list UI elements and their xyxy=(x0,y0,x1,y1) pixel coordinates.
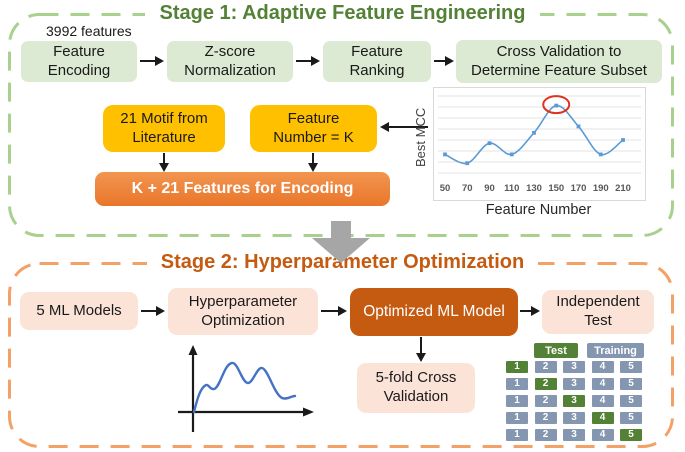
svg-text:110: 110 xyxy=(504,183,519,194)
arrow-right-icon xyxy=(140,55,164,67)
fold-cell-training: 2 xyxy=(534,429,557,441)
fold-cell-test: 4 xyxy=(591,412,614,424)
fold-cell-training: 5 xyxy=(620,361,642,373)
arrow-right-icon xyxy=(321,305,347,317)
fold-cell-test: 2 xyxy=(534,378,557,390)
feature-ranking-box: Feature Ranking xyxy=(323,41,431,82)
ml-models-box: 5 ML Models xyxy=(20,292,138,330)
fold-cell-training: 3 xyxy=(563,378,585,390)
hyperparameter-optimization-box: Hyperparameter Optimization xyxy=(168,288,318,335)
svg-text:70: 70 xyxy=(462,183,473,194)
fold-cell-training: 5 xyxy=(620,378,642,390)
arrow-right-icon xyxy=(141,305,165,317)
stage1-title: Stage 1: Adaptive Feature Engineering xyxy=(145,2,540,25)
legend-training-chip: Training xyxy=(587,343,644,358)
fold-cell-training: 1 xyxy=(506,412,528,424)
arrow-right-icon xyxy=(520,305,540,317)
chart-y-axis-label: Best MCC xyxy=(413,107,428,167)
fold-cell-training: 4 xyxy=(591,395,614,407)
fold-cell-training: 3 xyxy=(563,429,585,441)
cv-5fold-box: 5-fold Cross Validation xyxy=(357,363,475,413)
svg-text:170: 170 xyxy=(571,183,587,194)
arrow-right-icon xyxy=(434,55,454,67)
arrow-left-icon xyxy=(380,121,428,133)
stage2-panel-border xyxy=(8,262,674,448)
stage-transition-arrow-icon xyxy=(312,221,370,263)
fold-cell-training: 1 xyxy=(506,395,528,407)
fold-cell-test: 1 xyxy=(506,361,528,373)
arrow-down-icon xyxy=(307,153,319,172)
fold-cell-training: 2 xyxy=(534,361,557,373)
feature-encoding-box: Feature Encoding xyxy=(21,41,137,82)
fold-cell-test: 3 xyxy=(563,395,585,407)
feature-count-label: 3992 features xyxy=(46,23,132,39)
svg-text:150: 150 xyxy=(548,183,564,194)
fold-cell-training: 1 xyxy=(506,429,528,441)
arrow-down-icon xyxy=(415,337,427,362)
fold-cell-training: 5 xyxy=(620,412,642,424)
fold-cell-training: 3 xyxy=(563,361,585,373)
chart-plot-area: 50 70 90 110 130 150 170 190 210 xyxy=(433,87,646,201)
zscore-normalization-box: Z-score Normalization xyxy=(167,41,293,82)
optimization-curve-icon xyxy=(178,345,314,432)
stage2-title: Stage 2: Hyperparameter Optimization xyxy=(146,251,539,274)
fold-cell-test: 5 xyxy=(620,429,642,441)
best-mcc-chart: Best MCC 50 70 90 110 130 150 170 190 210 Featur… xyxy=(413,87,649,219)
encoding-result-box: K + 21 Features for Encoding xyxy=(95,172,390,206)
chart-x-axis-label: Feature Number xyxy=(485,202,592,218)
motif-box: 21 Motif from Literature xyxy=(103,105,225,152)
legend-test-chip: Test xyxy=(534,343,578,358)
svg-text:130: 130 xyxy=(526,183,542,194)
arrow-right-icon xyxy=(296,55,320,67)
svg-text:50: 50 xyxy=(440,183,451,194)
fold-cell-training: 3 xyxy=(563,412,585,424)
independent-test-box: Independent Test xyxy=(542,290,654,334)
fold-cell-training: 5 xyxy=(620,395,642,407)
arrow-down-icon xyxy=(158,153,170,172)
fold-cell-training: 4 xyxy=(591,361,614,373)
fold-cell-training: 1 xyxy=(506,378,528,390)
fold-cell-training: 2 xyxy=(534,412,557,424)
optimized-ml-model-box: Optimized ML Model xyxy=(350,288,518,336)
svg-text:210: 210 xyxy=(615,183,631,194)
fold-cell-training: 2 xyxy=(534,395,557,407)
fold-cell-training: 4 xyxy=(591,429,614,441)
cross-validation-box: Cross Validation to Determine Feature Su… xyxy=(456,40,662,83)
feature-number-box: Feature Number = K xyxy=(250,105,377,152)
svg-text:90: 90 xyxy=(484,183,495,194)
svg-text:190: 190 xyxy=(593,183,609,194)
fold-cell-training: 4 xyxy=(591,378,614,390)
